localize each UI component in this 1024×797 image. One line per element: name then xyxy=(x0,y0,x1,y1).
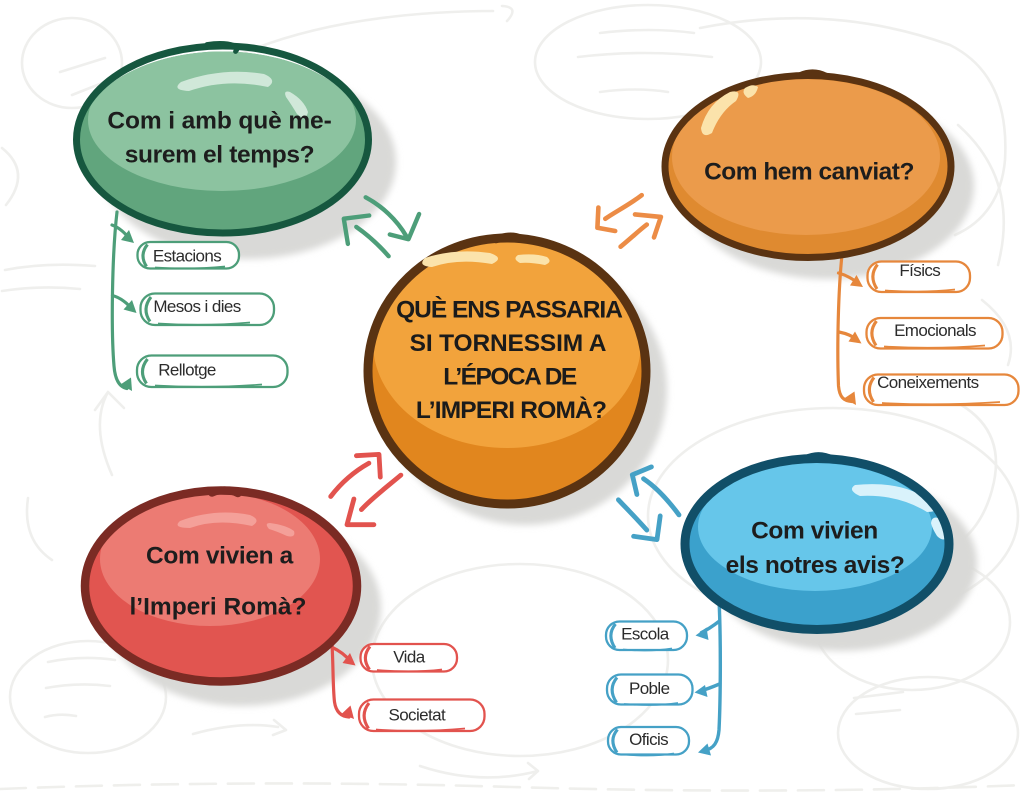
svg-text:SI TORNESSIM A: SI TORNESSIM A xyxy=(410,330,607,357)
svg-text:Coneixements: Coneixements xyxy=(877,373,979,392)
svg-text:Estacions: Estacions xyxy=(153,246,221,265)
svg-text:Societat: Societat xyxy=(388,706,446,725)
svg-text:els notres avis?: els notres avis? xyxy=(726,552,905,579)
svg-text:Vida: Vida xyxy=(393,647,425,666)
svg-text:Com i amb què me-: Com i amb què me- xyxy=(107,108,331,135)
svg-text:Poble: Poble xyxy=(629,679,670,698)
svg-text:L’IMPERI ROMÀ?: L’IMPERI ROMÀ? xyxy=(416,396,606,424)
svg-text:Com hem canviat?: Com hem canviat? xyxy=(704,159,914,186)
svg-text:QUÈ ENS PASSARIA: QUÈ ENS PASSARIA xyxy=(396,296,623,324)
svg-text:Escola: Escola xyxy=(621,624,670,643)
svg-text:Mesos i dies: Mesos i dies xyxy=(153,297,240,316)
svg-text:Com vivien a: Com vivien a xyxy=(146,543,294,570)
svg-text:L’ÉPOCA DE: L’ÉPOCA DE xyxy=(443,363,577,391)
svg-text:Oficis: Oficis xyxy=(629,730,668,749)
svg-text:Emocionals: Emocionals xyxy=(894,321,976,340)
svg-text:l’Imperi Romà?: l’Imperi Romà? xyxy=(130,594,307,621)
svg-text:surem el temps?: surem el temps? xyxy=(125,142,314,169)
svg-text:Rellotge: Rellotge xyxy=(158,360,216,379)
svg-text:Físics: Físics xyxy=(899,261,940,280)
svg-text:Com vivien: Com vivien xyxy=(751,518,878,545)
